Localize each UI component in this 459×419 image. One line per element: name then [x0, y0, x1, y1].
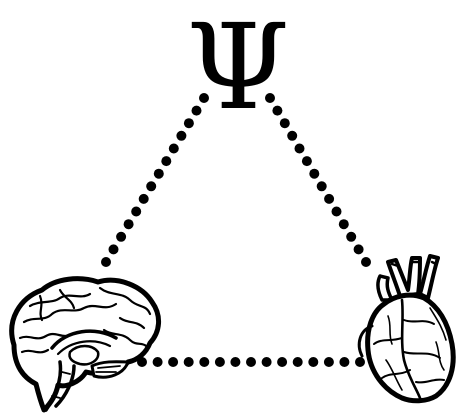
connector-dot [265, 93, 275, 103]
edge-brain-heart [137, 357, 365, 367]
connector-dot [308, 357, 318, 367]
connector-dot [139, 194, 149, 204]
connector-dot [184, 118, 194, 128]
connector-dot [287, 131, 297, 141]
connector-dot [199, 357, 209, 367]
connector-dot [192, 106, 202, 116]
heart-body [368, 295, 454, 401]
connector-dot [324, 357, 334, 367]
connector-dot [168, 357, 178, 367]
connector-dot [355, 357, 365, 367]
heart-icon [359, 256, 453, 401]
connector-dot [339, 219, 349, 229]
connector-dot [277, 357, 287, 367]
connector-dot [154, 169, 164, 179]
connector-dot [109, 244, 119, 254]
connector-dot [280, 118, 290, 128]
psi-icon: Ψ [186, 0, 289, 136]
connector-dot [302, 156, 312, 166]
connector-dot [346, 232, 356, 242]
connector-dot [324, 194, 334, 204]
connector-dot [116, 232, 126, 242]
connector-dot [146, 181, 156, 191]
connector-dot [101, 257, 111, 267]
brain-icon [12, 279, 159, 410]
connector-dot [215, 357, 225, 367]
connector-dot [339, 357, 349, 367]
connector-dot [361, 257, 371, 267]
connector-dot [169, 144, 179, 154]
connector-dot [332, 207, 342, 217]
connector-dot [230, 357, 240, 367]
connector-dot [153, 357, 163, 367]
connector-dot [161, 156, 171, 166]
connector-dot [262, 357, 272, 367]
connector-dot [176, 131, 186, 141]
connector-dot [124, 219, 134, 229]
connector-dot [354, 244, 364, 254]
connector-dot [295, 144, 305, 154]
connector-dot [309, 169, 319, 179]
connector-dot [272, 106, 282, 116]
connector-dot [184, 357, 194, 367]
connector-dot [199, 93, 209, 103]
connector-dot [317, 181, 327, 191]
connector-dot [246, 357, 256, 367]
psi-symbol: Ψ [186, 0, 289, 136]
connector-dot [293, 357, 303, 367]
connector-dot [131, 207, 141, 217]
